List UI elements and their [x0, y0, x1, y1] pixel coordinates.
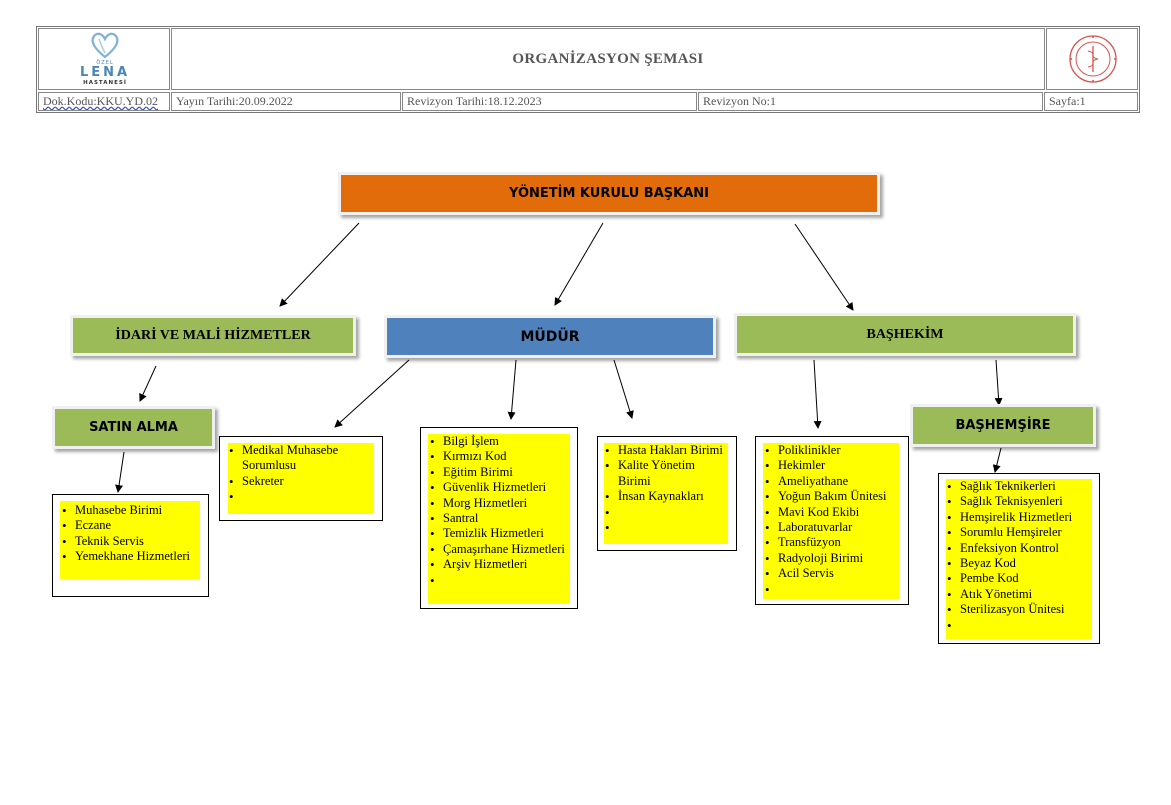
publish-date: Yayın Tarihi:20.09.2022	[171, 92, 401, 111]
list-item: Enfeksiyon Kontrol	[947, 541, 1097, 557]
list-item: Medikal Muhasebe Sorumlusu	[229, 443, 369, 474]
document-title: ORGANİZASYON ŞEMASI	[171, 28, 1045, 90]
satin-alma-list-box: Muhasebe BirimiEczaneTeknik ServisYemekh…	[52, 494, 209, 597]
revision-date: Revizyon Tarihi:18.12.2023	[402, 92, 697, 111]
list-item: Morg Hizmetleri	[430, 496, 570, 512]
satin-alma-list: Muhasebe BirimiEczaneTeknik ServisYemekh…	[62, 503, 202, 565]
list-item: Temizlik Hizmetleri	[430, 526, 570, 542]
arrow-bashekim-to-bashemsire	[994, 359, 1003, 406]
arrow-top-to-idari	[279, 222, 360, 307]
list-item: Hasta Hakları Birimi	[605, 443, 723, 459]
list-item: Eğitim Birimi	[430, 465, 570, 481]
list-item: Pembe Kod	[947, 571, 1097, 587]
mudur-box: MÜDÜR	[384, 315, 716, 358]
arrow-idari-to-satinalma	[139, 365, 157, 402]
list-item: Arşiv Hizmetleri	[430, 557, 570, 573]
list-item: Güvenlik Hizmetleri	[430, 480, 570, 496]
arrow-mudur-to-right	[613, 359, 634, 419]
list-item: Kalite Yönetim Birimi	[605, 458, 723, 489]
ministry-seal	[1046, 28, 1138, 90]
list-item	[229, 489, 369, 505]
list-item: Bilgi İşlem	[430, 434, 570, 450]
page-number: Sayfa:1	[1044, 92, 1138, 111]
bashekim-box: BAŞHEKİM	[734, 313, 1076, 356]
bashemsire-box: BAŞHEMŞİRE	[910, 404, 1096, 447]
list-item	[605, 520, 723, 536]
list-item	[765, 582, 905, 598]
list-item: Hemşirelik Hizmetleri	[947, 510, 1097, 526]
list-item: Yemekhane Hizmetleri	[62, 549, 202, 565]
yonetim-kurulu-baskani-box: YÖNETİM KURULU BAŞKANI	[338, 172, 880, 215]
mudur-center-list-box: Bilgi İşlemKırmızı KodEğitim BirimiGüven…	[420, 427, 578, 609]
list-item: Acil Servis	[765, 566, 905, 582]
heart-logo-icon	[91, 32, 119, 59]
list-item: Sekreter	[229, 474, 369, 490]
list-item	[605, 505, 723, 521]
list-item: Sağlık Teknisyenleri	[947, 494, 1097, 510]
hospital-logo: ÖZEL LENA HASTANESİ	[38, 28, 170, 90]
mudur-right-list-box: Hasta Hakları BirimiKalite Yönetim Birim…	[597, 436, 737, 551]
arrow-bashemsire-to-list	[992, 447, 1002, 473]
list-item	[430, 573, 570, 589]
arrow-bashekim-to-list	[813, 359, 822, 429]
revision-no: Revizyon No:1	[698, 92, 1043, 111]
list-item: Atık Yönetimi	[947, 587, 1097, 603]
document-header	[36, 26, 1140, 113]
list-item: Poliklinikler	[765, 443, 905, 459]
list-item: Mavi Kod Ekibi	[765, 505, 905, 521]
list-item: Radyoloji Birimi	[765, 551, 905, 567]
list-item: Çamaşırhane Hizmetleri	[430, 542, 570, 558]
list-item: Sorumlu Hemşireler	[947, 525, 1097, 541]
list-item: Sağlık Teknikerleri	[947, 479, 1097, 495]
list-item: Eczane	[62, 518, 202, 534]
list-item: Ameliyathane	[765, 474, 905, 490]
arrow-satinalma-to-list	[115, 451, 125, 493]
list-item: Hekimler	[765, 458, 905, 474]
list-item: İnsan Kaynakları	[605, 489, 723, 505]
mudur-right-list: Hasta Hakları BirimiKalite Yönetim Birim…	[605, 443, 723, 536]
arrow-top-to-bashekim	[794, 223, 854, 311]
arrow-mudur-to-center	[507, 359, 517, 420]
arrow-top-to-mudur	[554, 222, 604, 306]
bashemsire-list: Sağlık TeknikerleriSağlık TeknisyenleriH…	[947, 479, 1097, 633]
list-item: Laboratuvarlar	[765, 520, 905, 536]
list-item: Santral	[430, 511, 570, 527]
mudur-left-list-box: Medikal Muhasebe SorumlusuSekreter	[219, 436, 383, 521]
list-item	[947, 618, 1097, 634]
bashekim-list: PolikliniklerHekimlerAmeliyathaneYoğun B…	[765, 443, 905, 597]
list-item: Teknik Servis	[62, 534, 202, 550]
list-item: Kırmızı Kod	[430, 449, 570, 465]
mudur-left-list: Medikal Muhasebe SorumlusuSekreter	[229, 443, 369, 505]
arrow-mudur-to-left	[334, 359, 410, 428]
bashemsire-list-box: Sağlık TeknikerleriSağlık TeknisyenleriH…	[938, 473, 1100, 644]
list-item: Transfüzyon	[765, 535, 905, 551]
logo-name: LENA	[79, 65, 131, 80]
logo-small-text: ÖZEL	[96, 60, 114, 66]
list-item: Muhasebe Birimi	[62, 503, 202, 519]
list-item: Beyaz Kod	[947, 556, 1097, 572]
satin-alma-box: SATIN ALMA	[52, 406, 215, 449]
list-item: Sterilizasyon Ünitesi	[947, 602, 1097, 618]
seal-icon	[1069, 35, 1117, 83]
mudur-center-list: Bilgi İşlemKırmızı KodEğitim BirimiGüven…	[430, 434, 570, 588]
doc-code: Dok.Kodu:KKU.YD.02	[38, 92, 170, 111]
logo-subtext: HASTANESİ	[83, 80, 127, 86]
list-item: Yoğun Bakım Ünitesi	[765, 489, 905, 505]
idari-mali-hizmetler-box: İDARİ VE MALİ HİZMETLER	[70, 315, 356, 356]
bashekim-list-box: PolikliniklerHekimlerAmeliyathaneYoğun B…	[755, 436, 909, 605]
